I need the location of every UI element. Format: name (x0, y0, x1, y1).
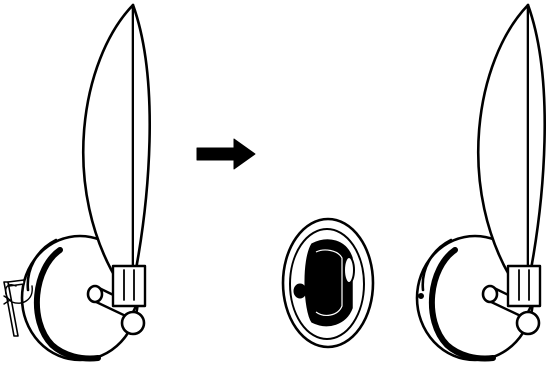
right-arrow-icon (196, 138, 256, 170)
lamp-bracket-left (111, 264, 147, 308)
hex-key-icon (3, 279, 33, 337)
mounting-plate-icon (281, 217, 375, 349)
lamp-with-hex-key-icon (3, 3, 151, 362)
lamp-bracket-right (506, 264, 542, 308)
lamp-shade-left (81, 3, 151, 287)
lamp-assembled-icon (415, 3, 546, 362)
